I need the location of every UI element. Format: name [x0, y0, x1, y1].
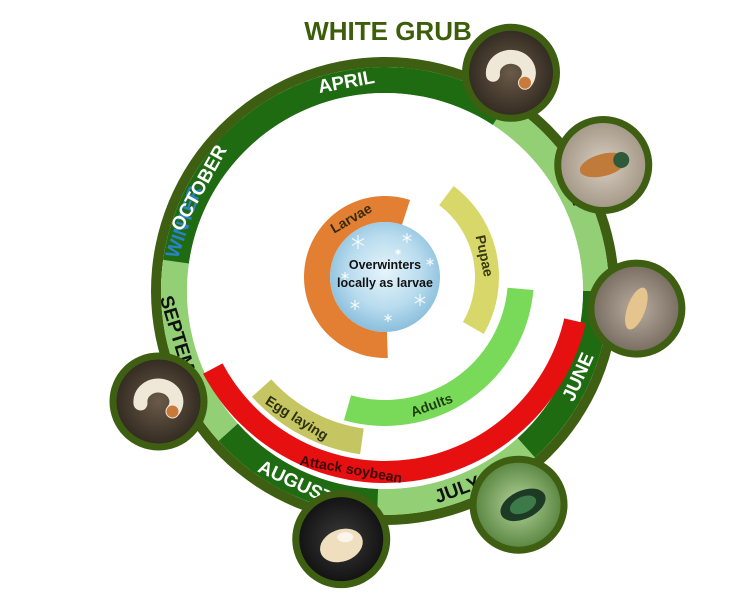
stage-arc-egg-laying [251, 379, 364, 455]
stage-arc-pupae [439, 185, 499, 334]
stage-arc-adults [343, 287, 534, 426]
photo-thumbnails [109, 23, 686, 589]
month-segment-june [517, 291, 609, 458]
snowflake-icon [384, 314, 392, 322]
stage-arc-attack-soybean [203, 318, 586, 483]
snowflake-icon [341, 272, 349, 280]
stage-arc-larvae [303, 195, 411, 358]
center-text-line-1: Overwinters [349, 258, 421, 272]
pupa-brown-photo [554, 116, 653, 214]
snowflake-icons [341, 233, 434, 322]
egg-photo [292, 490, 391, 589]
center-text-line-2: locally as larvae [337, 276, 433, 290]
snowflake-icon [426, 258, 434, 266]
diagram-title: WHITE GRUB [304, 16, 472, 46]
snowflake-icon [350, 300, 360, 310]
snowflake-icon [395, 249, 401, 255]
month-segment-may [492, 103, 609, 292]
snowflake-icon [351, 235, 365, 249]
center-disk: Overwinters locally as larvae [330, 222, 440, 332]
month-segment-october [163, 119, 258, 264]
ice-disk [330, 222, 440, 332]
grub-soil-photo [109, 352, 208, 451]
month-segment-july [377, 438, 535, 515]
snowflake-icon [414, 294, 426, 306]
pupa-pale-photo [587, 259, 686, 358]
adult-beetle-photo [469, 455, 568, 554]
month-segment-april [203, 66, 507, 175]
snowflake-icon [402, 233, 412, 243]
larva-curled-photo [462, 23, 560, 122]
month-segment-september [160, 259, 238, 441]
